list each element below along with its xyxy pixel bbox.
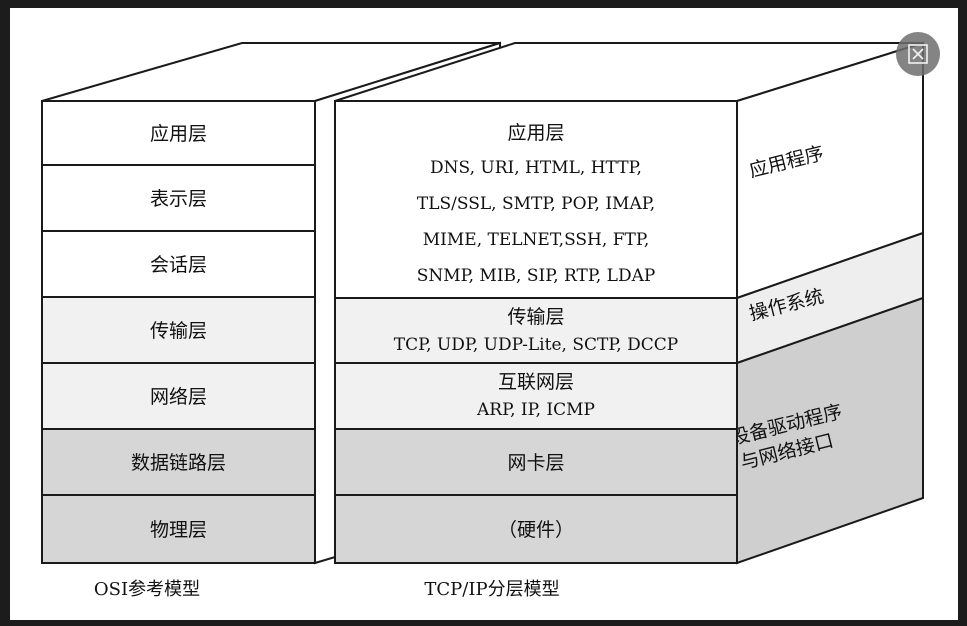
tcpip-protocol-line: TLS/SSL, SMTP, POP, IMAP, bbox=[417, 194, 655, 214]
osi-layer-box bbox=[41, 296, 316, 364]
tcpip-layer-box bbox=[334, 494, 738, 564]
osi-layer-label: 应用层 bbox=[150, 123, 207, 145]
osi-layer-box bbox=[41, 100, 316, 166]
tcpip-protocol-line: ARP, IP, ICMP bbox=[476, 400, 595, 420]
osi-layer-label: 传输层 bbox=[150, 320, 207, 342]
osi-layer-box bbox=[41, 494, 316, 564]
diagram-canvas: 应用层表示层会话层传输层网络层数据链路层物理层 OSI参考模型 应用程序操作系统… bbox=[10, 8, 958, 620]
osi-layer-box bbox=[41, 230, 316, 298]
osi-layer-label: 物理层 bbox=[150, 519, 207, 541]
close-button[interactable] bbox=[896, 32, 940, 76]
image-close-icon bbox=[908, 44, 928, 64]
tcpip-layer-title: 互联网层 bbox=[498, 371, 574, 393]
osi-layer-label: 表示层 bbox=[150, 188, 207, 210]
tcpip-caption: TCP/IP分层模型 bbox=[424, 579, 559, 600]
tcpip-protocol-line: DNS, URI, HTML, HTTP, bbox=[430, 158, 642, 178]
osi-layer-label: 网络层 bbox=[150, 386, 207, 408]
tcpip-layer-box bbox=[334, 362, 738, 430]
tcpip-layer-title: 传输层 bbox=[507, 306, 564, 328]
tcpip-layer-box bbox=[334, 297, 738, 364]
osi-layer-box bbox=[41, 362, 316, 430]
osi-layer-box bbox=[41, 164, 316, 232]
osi-layer-label: 会话层 bbox=[150, 254, 207, 276]
tcpip-protocol-line: SNMP, MIB, SIP, RTP, LDAP bbox=[417, 266, 656, 286]
tcpip-layer-title: 应用层 bbox=[507, 122, 564, 144]
osi-layer-label: 数据链路层 bbox=[131, 452, 226, 474]
tcpip-layer-title: （硬件） bbox=[498, 519, 574, 541]
tcpip-protocol-line: TCP, UDP, UDP-Lite, SCTP, DCCP bbox=[394, 335, 678, 355]
osi-caption: OSI参考模型 bbox=[94, 579, 200, 600]
tcpip-protocol-line: MIME, TELNET,SSH, FTP, bbox=[423, 230, 649, 250]
tcpip-layer-title: 网卡层 bbox=[507, 452, 564, 474]
